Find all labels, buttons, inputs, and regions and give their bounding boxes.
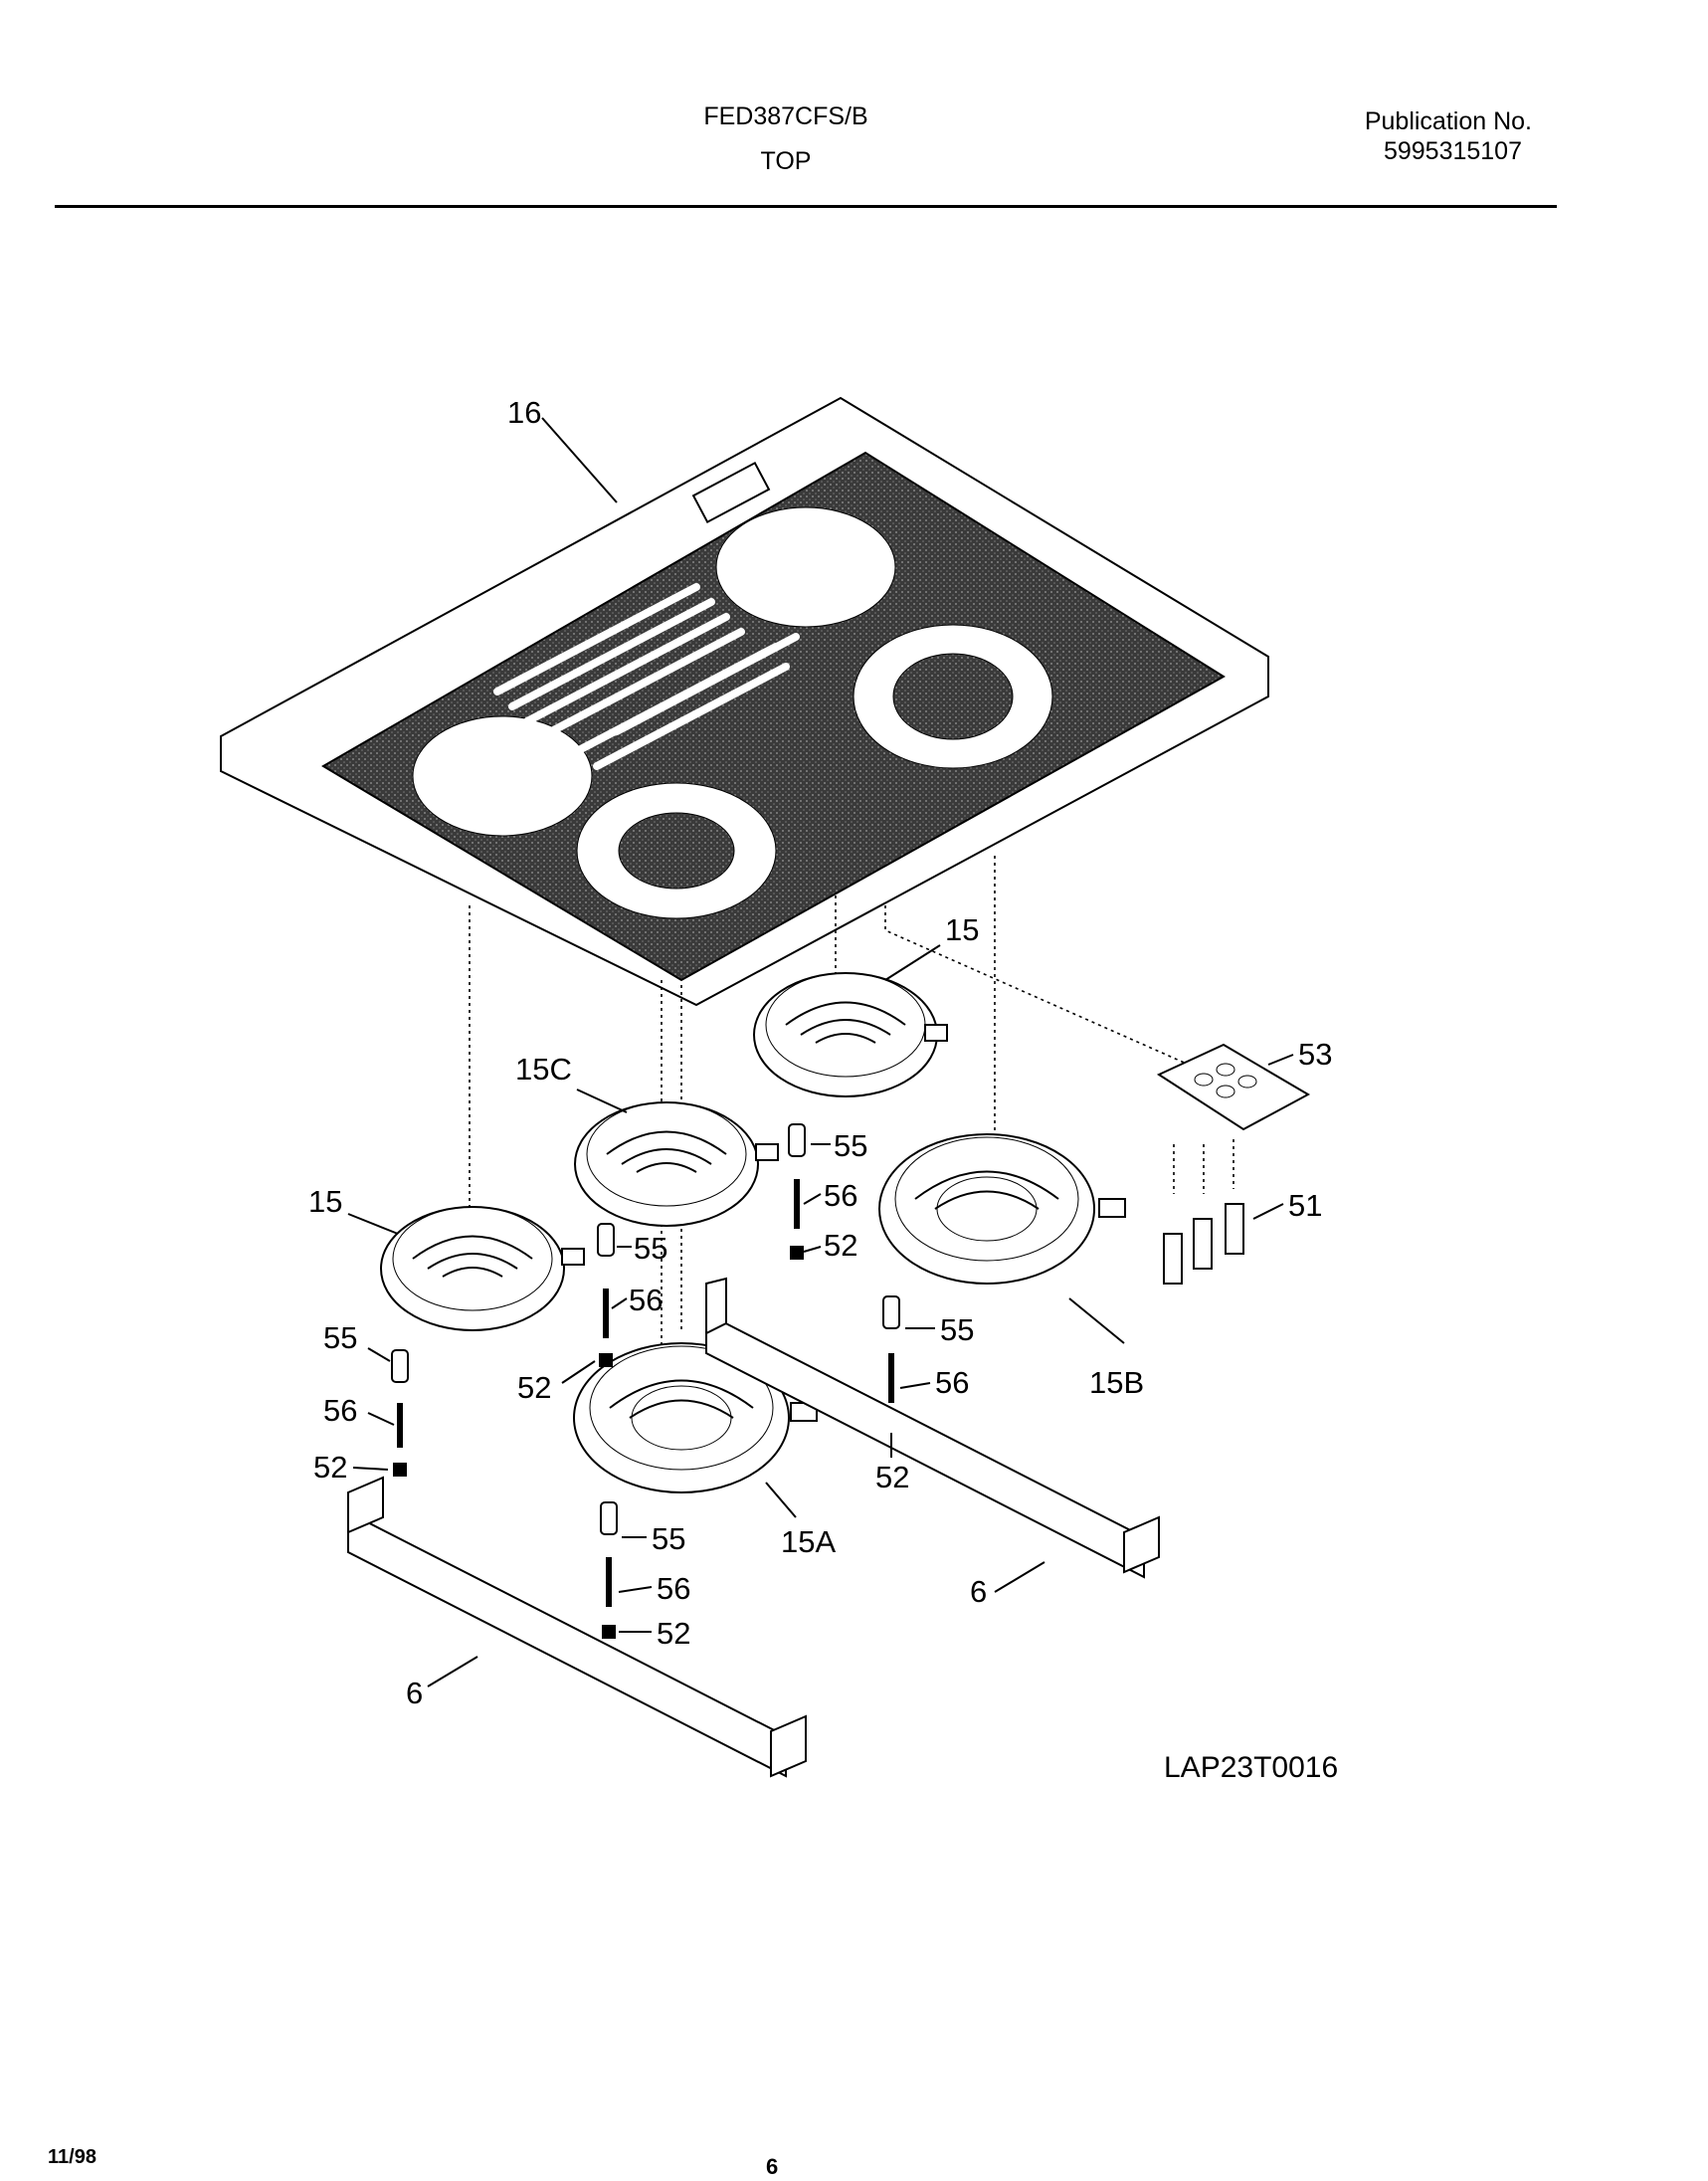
callout-56-a: 56: [824, 1178, 857, 1213]
section-title: TOP: [760, 147, 812, 175]
support-bracket-right: [705, 1277, 1160, 1579]
page-number: 6: [766, 2154, 779, 2179]
spacers: [391, 1123, 900, 1535]
support-bracket-left: [347, 1476, 807, 1778]
revision-date: 11/98: [48, 2146, 96, 2168]
callout-55-d: 55: [940, 1312, 974, 1347]
callout-15c: 15C: [515, 1052, 572, 1087]
callout-52-c: 52: [313, 1450, 347, 1485]
burner-element-15c: [574, 1101, 779, 1227]
callout-15-left: 15: [308, 1184, 342, 1219]
burner-element-15-left: [380, 1206, 585, 1331]
callout-52-b: 52: [517, 1370, 551, 1405]
publication-label: Publication No.: [1364, 107, 1532, 135]
model-number: FED387CFS/B: [703, 102, 868, 130]
callout-56-c: 56: [323, 1393, 357, 1428]
callout-15a: 15A: [781, 1524, 836, 1559]
burner-element-15a: [573, 1342, 818, 1493]
callout-52-d: 52: [875, 1460, 909, 1494]
callout-56-e: 56: [657, 1571, 690, 1606]
indicator-lights: [1163, 1203, 1244, 1285]
burner-element-15b: [878, 1133, 1126, 1285]
callout-15-top: 15: [945, 912, 979, 947]
callout-52-a: 52: [824, 1228, 857, 1263]
callout-55-b: 55: [634, 1231, 667, 1266]
publication-number: 5995315107: [1383, 137, 1522, 165]
cooktop-glass-top: [220, 396, 1269, 1007]
callout-55-c: 55: [323, 1320, 357, 1355]
header-rule: [55, 205, 1557, 208]
callout-6-left: 6: [406, 1676, 423, 1710]
indicator-light-plate: [1156, 1043, 1311, 1131]
callout-55-a: 55: [834, 1128, 867, 1163]
drawing-reference-code: LAP23T0016: [1164, 1751, 1339, 1784]
callout-56-b: 56: [629, 1283, 663, 1317]
callout-53: 53: [1298, 1037, 1332, 1072]
burner-element-15-top: [753, 972, 948, 1097]
callout-52-e: 52: [657, 1616, 690, 1651]
callout-56-d: 56: [935, 1365, 969, 1400]
callout-6-right: 6: [970, 1574, 987, 1609]
callout-55-e: 55: [652, 1521, 685, 1556]
callout-leaders: [347, 417, 1294, 1687]
callout-15b: 15B: [1089, 1365, 1144, 1400]
screws: [397, 1179, 894, 1607]
callout-16: 16: [507, 395, 541, 430]
callout-51: 51: [1288, 1188, 1322, 1223]
